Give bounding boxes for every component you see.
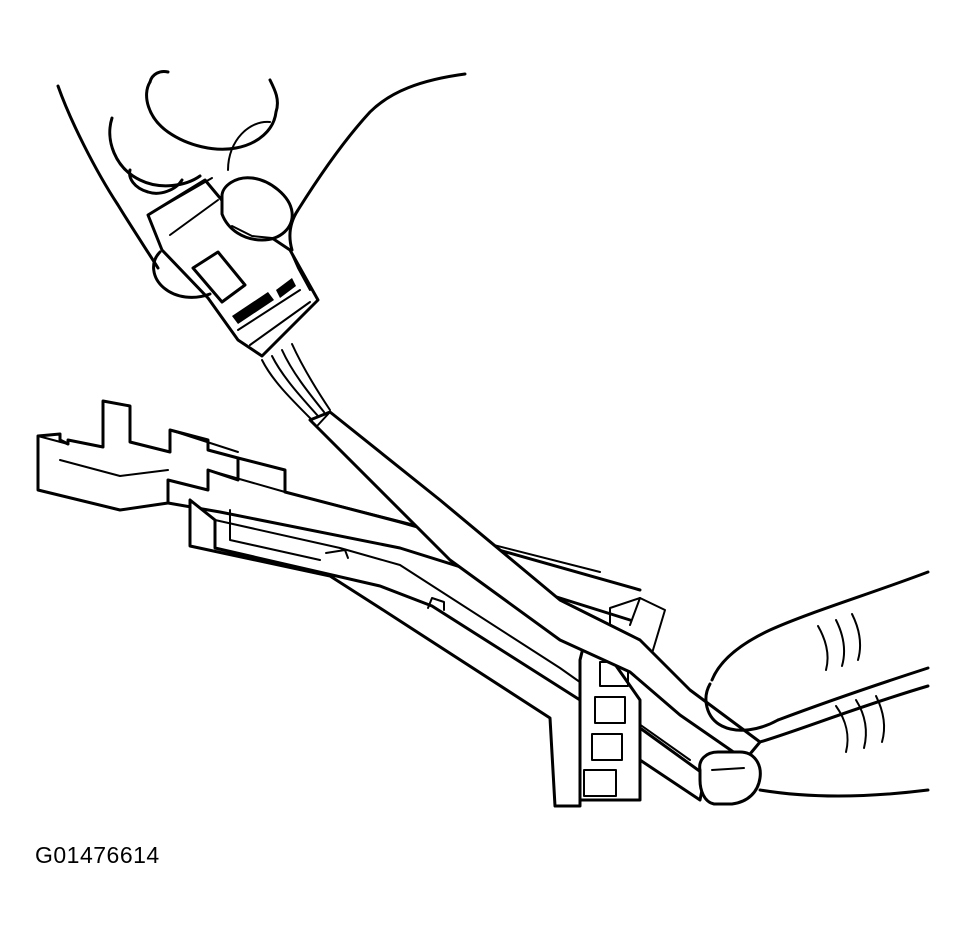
electrical-connector-icon [146,177,320,358]
hand-holding-connector-icon [56,70,467,299]
hand-holding-wire-end-icon [698,570,930,806]
terminal-release-tool-icon [36,399,707,808]
figure-code-label: G01476614 [35,842,160,868]
